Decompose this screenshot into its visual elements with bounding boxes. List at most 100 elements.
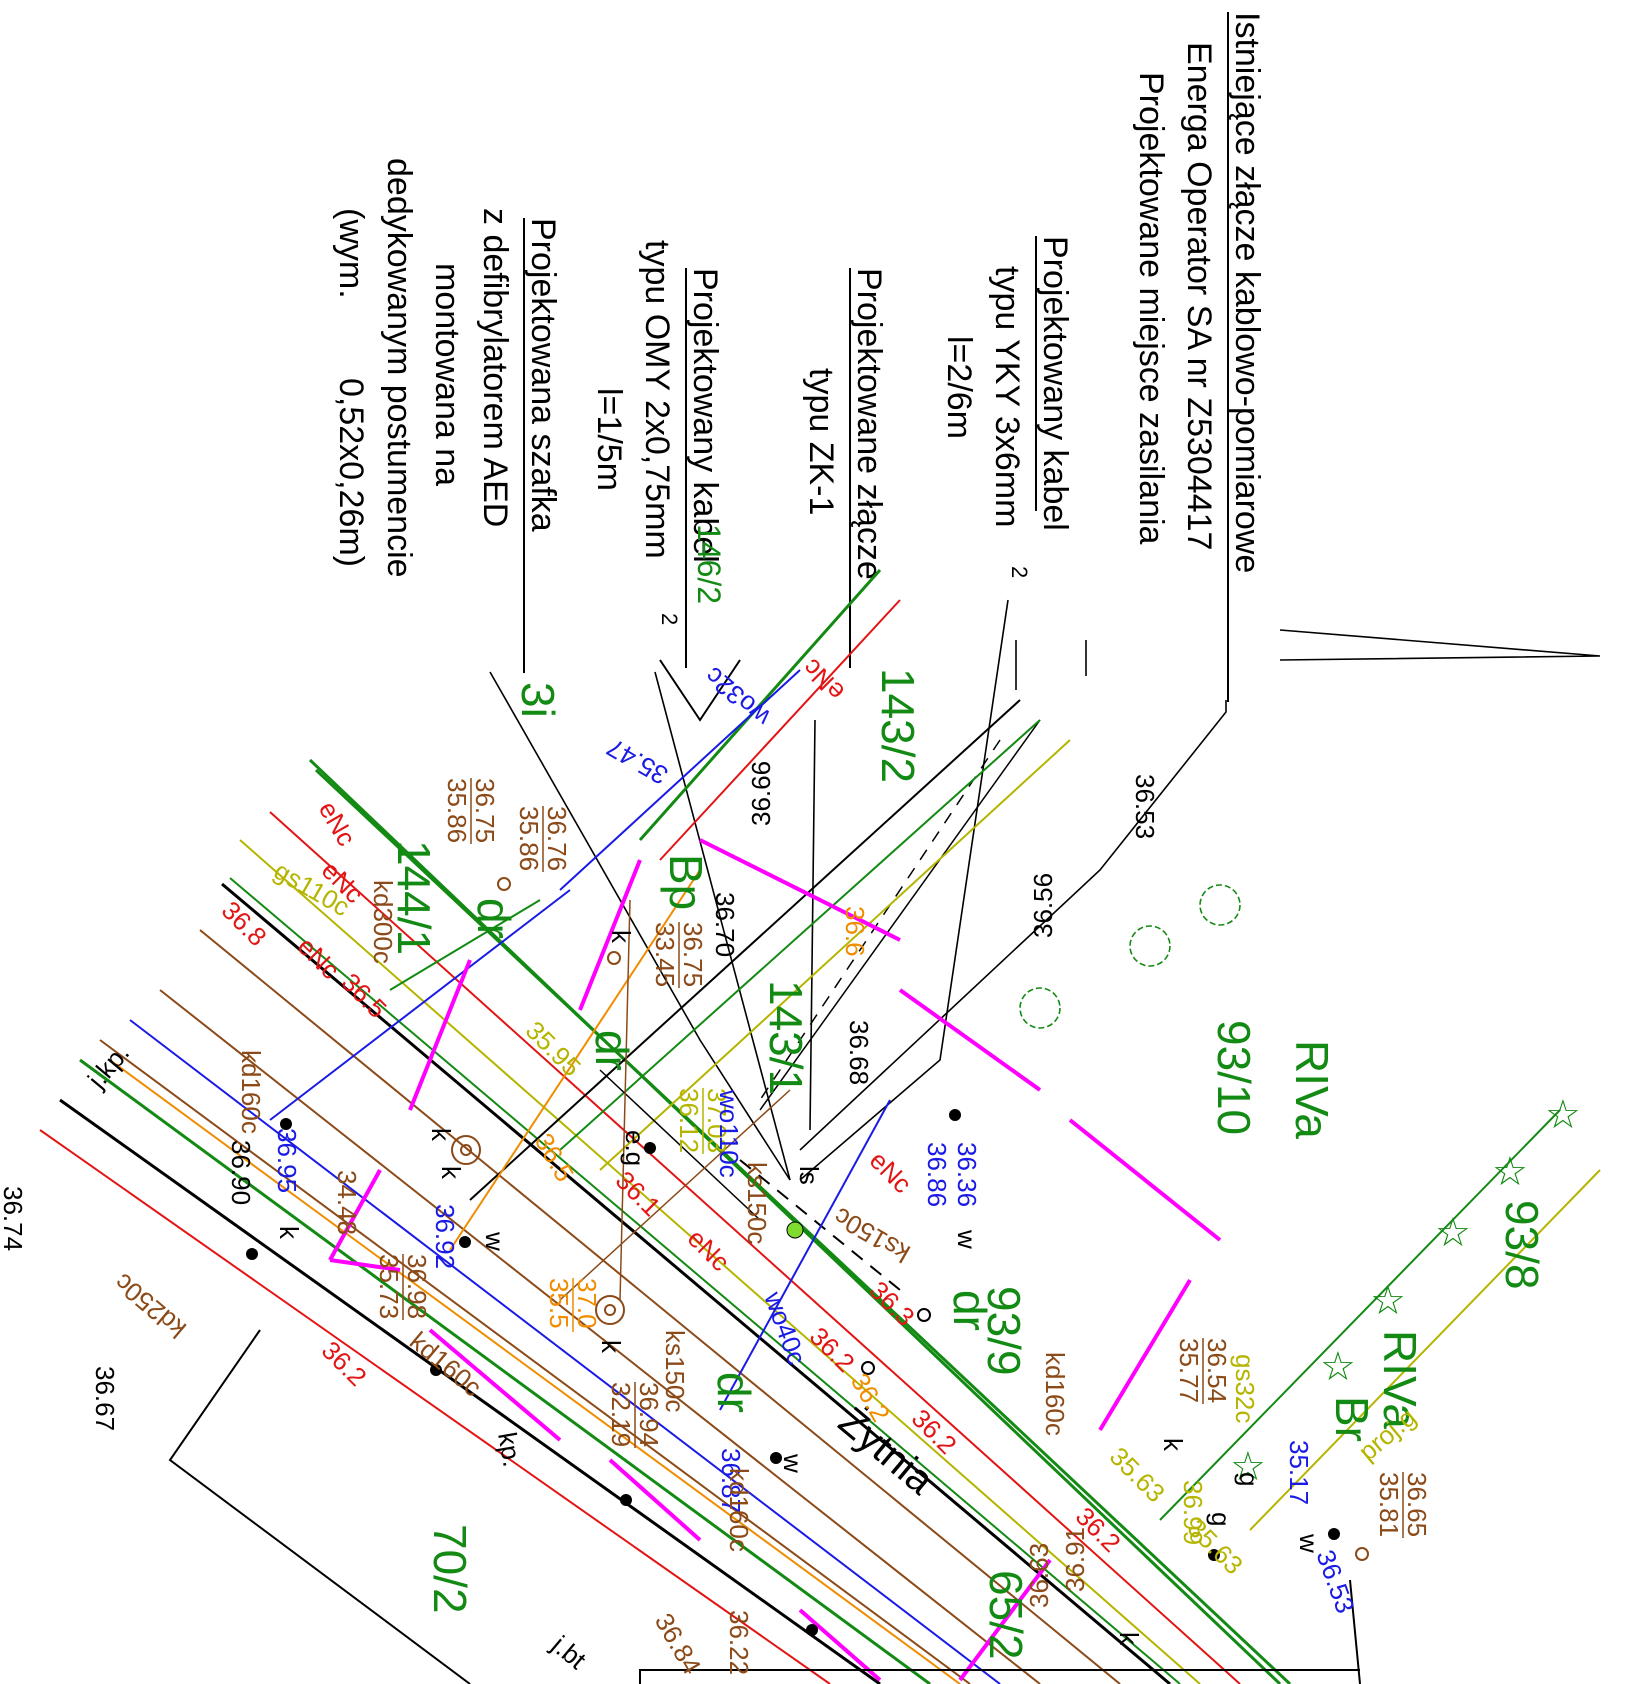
point-marker	[1328, 1528, 1340, 1540]
point-marker	[1208, 1549, 1220, 1561]
utility-label: kd160c	[1040, 1352, 1070, 1436]
utility-label: ks150c	[660, 1330, 690, 1412]
height-label: 36.87	[716, 1448, 746, 1513]
point-marker	[459, 1236, 471, 1248]
tree-icon	[1199, 884, 1241, 926]
height-label: 36.95	[272, 1128, 302, 1193]
height-label: 36.91	[1060, 1527, 1090, 1592]
utility-label: kd160c	[236, 1050, 266, 1134]
height-label: 36.86	[922, 1142, 952, 1207]
height-label: 35.17	[1284, 1440, 1314, 1505]
point-marker	[949, 1109, 961, 1121]
parcel-146-2: 146/2	[691, 524, 727, 604]
height-label: 36.84	[649, 1608, 708, 1679]
shrub-icon: ☆	[1545, 1093, 1581, 1137]
legend-aed-line5b: 0,52x0,26m)	[332, 378, 370, 567]
utility-label: k	[436, 1166, 466, 1180]
height-label: 36.53	[1130, 774, 1160, 839]
utility-label: w	[952, 1229, 982, 1249]
height-label: 36.67	[90, 1366, 120, 1431]
legend-yky-line3: l=2/6m	[940, 336, 978, 439]
fraction-numerator: 36.65	[1402, 1472, 1432, 1537]
fraction-numerator: 36.75	[678, 922, 708, 987]
fraction-numerator: 36.76	[542, 806, 572, 871]
legend-yky-sup: 2	[1007, 566, 1032, 578]
height-label: 36.2	[804, 1321, 861, 1378]
utility-label: w	[1294, 1533, 1324, 1553]
height-label: 36.63	[1024, 1543, 1054, 1608]
utility-label: gs32c	[1230, 1354, 1260, 1423]
legend-aed-line4: dedykowanym postumencie	[380, 158, 418, 578]
legend-existing-line3: Projektowane miejsce zasilania	[1132, 72, 1170, 545]
fraction-denominator: 35.5	[544, 1278, 574, 1329]
height-label: 35.47	[602, 732, 673, 791]
fraction-numerator: 36.98	[402, 1254, 432, 1319]
point-marker	[280, 1118, 292, 1130]
utility-label: 36.6	[840, 906, 870, 957]
utility-lines	[39, 569, 1601, 1684]
utility-label: wo110c	[714, 1089, 744, 1178]
utility-label: eNc	[292, 931, 346, 985]
parcel-labels: 143/2 143/1 144/1 146/2 93/10 93/9 93/8 …	[388, 524, 1548, 1660]
utility-label: g	[1206, 1512, 1236, 1526]
height-label: 36.53	[1310, 1546, 1360, 1617]
height-label: 35.95	[520, 1015, 587, 1082]
land-class-dr-4: dr	[944, 1290, 996, 1331]
fraction-denominator: 33.45	[650, 922, 680, 987]
shrub-icon: ☆	[1435, 1211, 1471, 1255]
height-label: 36.36	[952, 1142, 982, 1207]
fraction-numerator: 34.48	[332, 1170, 362, 1235]
fraction-denominator: 35.73	[374, 1254, 404, 1319]
height-label: 36.56	[1028, 873, 1058, 938]
legend-omy-line1: Projektowany kabel	[686, 268, 724, 563]
height-label: 36.74	[0, 1186, 28, 1251]
utility-label: k	[1114, 1632, 1144, 1646]
fraction-denominator: 35.86	[442, 778, 472, 843]
fraction-denominator: 35.77	[1174, 1338, 1204, 1403]
parcel-boundaries	[328, 838, 1222, 1682]
legend-existing-line1: Istniejące złącze kablowo-pomiarowe	[1228, 12, 1266, 573]
tree-icon	[1129, 925, 1171, 967]
shrub-icon: ☆	[1230, 1445, 1266, 1489]
parcel-93-8: 93/8	[1496, 1200, 1548, 1290]
height-label: 36.2	[316, 1335, 373, 1392]
height-label: 36.8	[216, 895, 273, 952]
utility-label: j.bt	[545, 1629, 592, 1675]
utility-label: kd160c	[404, 1326, 488, 1403]
land-class-dr-2: dr	[586, 1030, 638, 1071]
shrub-icon: ☆	[1492, 1150, 1528, 1194]
fraction-numerator: 36.75	[470, 778, 500, 843]
parcel-65-2: 65/2	[980, 1570, 1032, 1660]
point-marker	[246, 1248, 258, 1260]
parcel-143-2: 143/2	[872, 668, 924, 783]
height-label: 36.92	[430, 1204, 460, 1269]
legend-omy-sup: 2	[657, 613, 682, 625]
road-outline	[168, 659, 1361, 1684]
legend: Istniejące złącze kablowo-pomiarowe Ener…	[332, 12, 1266, 702]
point-marker	[806, 1624, 818, 1636]
shrub-icon: ☆	[1370, 1279, 1406, 1323]
legend-zk-line1: Projektowane złącze	[850, 268, 888, 580]
fraction-denominator: 35.86	[514, 806, 544, 871]
utility-label: kd250c	[108, 1268, 192, 1345]
legend-omy-line2: typu OMY 2x0,75mm	[638, 240, 676, 559]
height-label: 36.68	[844, 1020, 874, 1085]
point-marker	[770, 1452, 782, 1464]
land-class-dr-1: dr	[468, 898, 520, 939]
utility-label: k	[1158, 1438, 1188, 1452]
legend-existing-line2: Energa Operator SA nr Z5304417	[1180, 42, 1218, 550]
vegetation: ☆ ☆ ☆ ☆ ☆ ☆	[1019, 884, 1581, 1489]
fraction-numerator: 36.22	[724, 1610, 754, 1675]
parcel-93-9: 93/9	[978, 1286, 1030, 1376]
utility-label: kd160c	[724, 1468, 754, 1552]
fraction-denominator: 35.81	[1374, 1472, 1404, 1537]
tree-icon	[1019, 987, 1061, 1029]
utility-label: w	[778, 1453, 808, 1473]
height-label: 36.70	[710, 892, 740, 957]
parcel-144-1: 144/1	[388, 840, 440, 955]
parcel-93-10: 93/10	[1208, 1020, 1260, 1135]
survey-points	[246, 877, 1369, 1636]
utility-label: ks150c	[742, 1162, 772, 1244]
legend-aed-line3: montowana na	[428, 263, 466, 486]
